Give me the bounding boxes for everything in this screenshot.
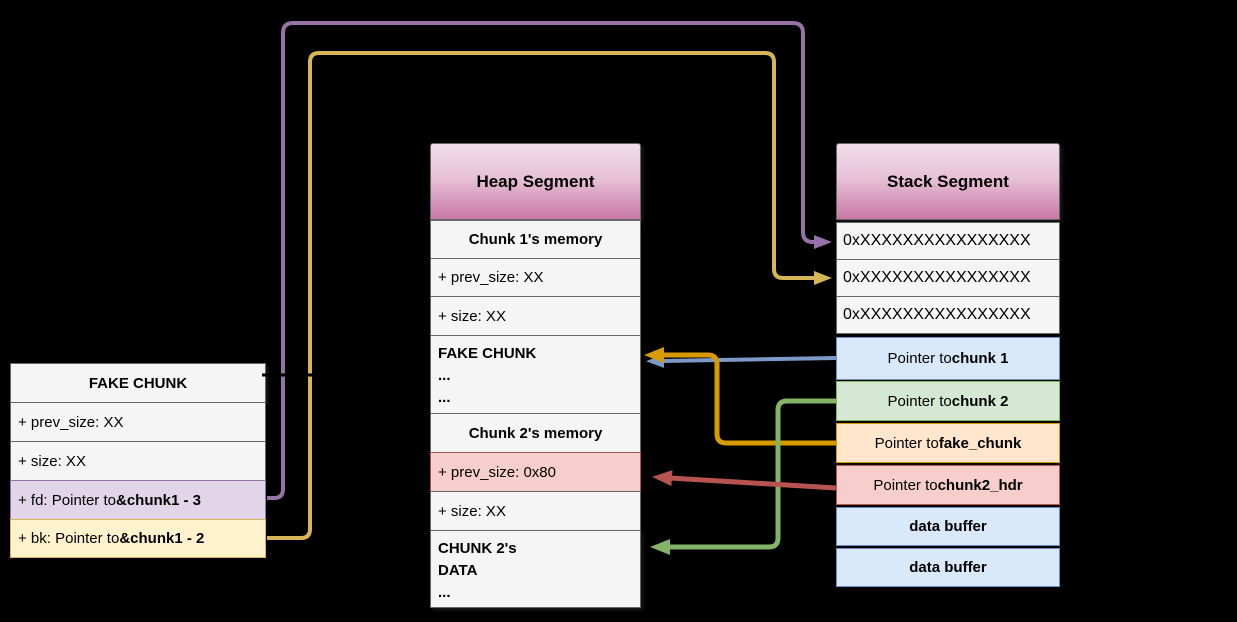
arrow-chunk1-to-fake-chunk	[646, 353, 837, 368]
chunk2-data-line1: CHUNK 2's	[438, 540, 517, 557]
fd-label: + fd: Pointer to	[18, 491, 116, 509]
fake-chunk-row-bk: + bk: Pointer to &chunk1 - 2	[10, 519, 266, 558]
heap-row-chunk2-data: CHUNK 2's DATA ...	[430, 530, 641, 608]
stack-row-pointer-chunk2: Pointer to chunk 2	[836, 381, 1060, 421]
bk-target: &chunk1 - 2	[119, 530, 205, 547]
pointer-fake-chunk-label: Pointer to	[874, 434, 939, 452]
stack-row-address-1: 0xXXXXXXXXXXXXXXXX	[836, 222, 1060, 260]
fd-target: &chunk1 - 3	[115, 491, 202, 509]
stack-row-pointer-chunk1: Pointer to chunk 1	[836, 337, 1060, 380]
pointer-chunk1-target: chunk 1	[951, 350, 1009, 367]
fake-chunk-row-fd: + fd: Pointer to &chunk1 - 3	[10, 480, 266, 520]
heap-row-prev-size-0x80: + prev_size: 0x80	[430, 452, 641, 492]
stack-row-address-3: 0xXXXXXXXXXXXXXXXX	[836, 296, 1060, 334]
fake-chunk-line2: ...	[438, 367, 451, 384]
pointer-chunk2-label: Pointer to	[887, 392, 952, 410]
arrow-chunk2-hdr-to-prev-size	[652, 470, 837, 491]
stack-segment-header: Stack Segment	[836, 143, 1060, 220]
fake-chunk-line1: FAKE CHUNK	[438, 345, 537, 362]
heap-row-prev-size: + prev_size: XX	[430, 258, 641, 297]
heap-row-size: + size: XX	[430, 296, 641, 336]
fake-chunk-row-prev-size: + prev_size: XX	[10, 402, 266, 442]
pointer-chunk2-hdr-target: chunk2_hdr	[937, 476, 1023, 494]
stack-row-address-2: 0xXXXXXXXXXXXXXXXX	[836, 259, 1060, 297]
bk-label: + bk: Pointer to	[18, 530, 120, 547]
fake-chunk-header: FAKE CHUNK	[10, 363, 266, 403]
pointer-chunk1-label: Pointer to	[887, 350, 952, 367]
stack-row-data-buffer-2: data buffer	[836, 548, 1060, 587]
heap-row-chunk1-memory: Chunk 1's memory	[430, 220, 641, 259]
stack-row-pointer-fake-chunk: Pointer to fake_chunk	[836, 423, 1060, 463]
stack-row-data-buffer-1: data buffer	[836, 507, 1060, 546]
heap-segment-header: Heap Segment	[430, 143, 641, 220]
arrow-fake-chunk-pointer	[644, 347, 836, 446]
fake-chunk-row-size: + size: XX	[10, 441, 266, 481]
fake-chunk-line3: ...	[438, 389, 451, 406]
heap-row-fake-chunk: FAKE CHUNK ... ...	[430, 335, 641, 414]
heap-row-size2: + size: XX	[430, 491, 641, 531]
pointer-chunk2-target: chunk 2	[951, 392, 1009, 410]
chunk2-data-line2: DATA	[438, 562, 478, 579]
heap-row-chunk2-memory: Chunk 2's memory	[430, 413, 641, 453]
pointer-fake-chunk-target: fake_chunk	[938, 434, 1022, 452]
stack-row-pointer-chunk2-hdr: Pointer to chunk2_hdr	[836, 465, 1060, 505]
pointer-chunk2-hdr-label: Pointer to	[873, 476, 938, 494]
chunk2-data-line3: ...	[438, 584, 451, 601]
arrow-chunk2-to-data	[650, 398, 836, 555]
